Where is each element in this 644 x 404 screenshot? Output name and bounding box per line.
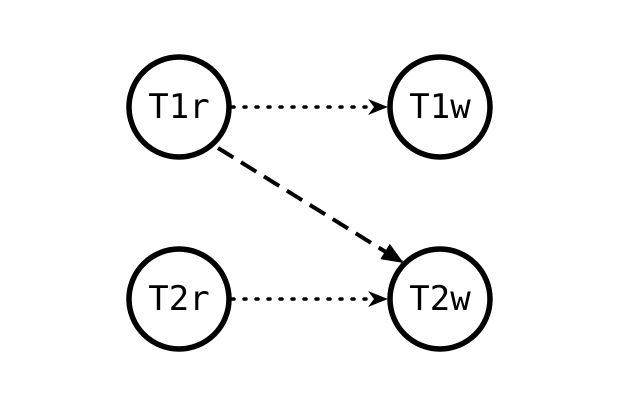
node-t2r-label: T2r	[148, 279, 209, 319]
node-t2w: T2w	[387, 246, 493, 352]
node-t1r: T1r	[126, 54, 232, 160]
node-t2w-label: T2w	[409, 279, 471, 319]
edge-t1r-t2w	[216, 146, 404, 264]
node-t1w-label: T1w	[409, 87, 471, 127]
node-t2r: T2r	[126, 246, 232, 352]
node-t1w: T1w	[387, 54, 493, 160]
node-t1r-label: T1r	[148, 87, 209, 127]
